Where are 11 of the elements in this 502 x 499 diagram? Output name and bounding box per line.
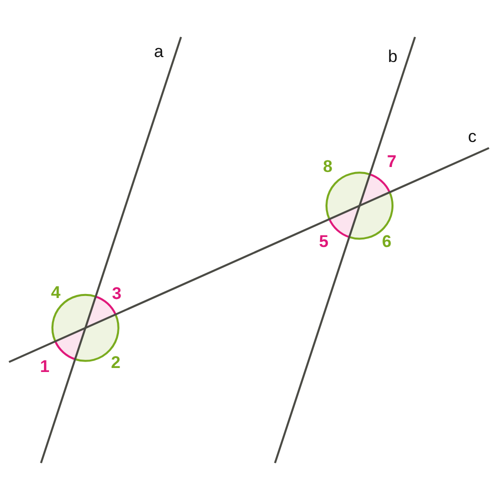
angle-number: 8 bbox=[323, 158, 332, 176]
angle-number: 7 bbox=[387, 153, 396, 171]
angle-number: 6 bbox=[382, 233, 392, 251]
angle-number: 4 bbox=[51, 284, 60, 302]
line-label: b bbox=[388, 48, 398, 66]
line-label: c bbox=[468, 128, 476, 146]
angle-number: 2 bbox=[111, 354, 120, 372]
angle-number: 3 bbox=[112, 285, 122, 303]
angle-number: 1 bbox=[40, 358, 50, 376]
angle-number: 5 bbox=[319, 233, 328, 251]
line-label: a bbox=[154, 43, 164, 61]
